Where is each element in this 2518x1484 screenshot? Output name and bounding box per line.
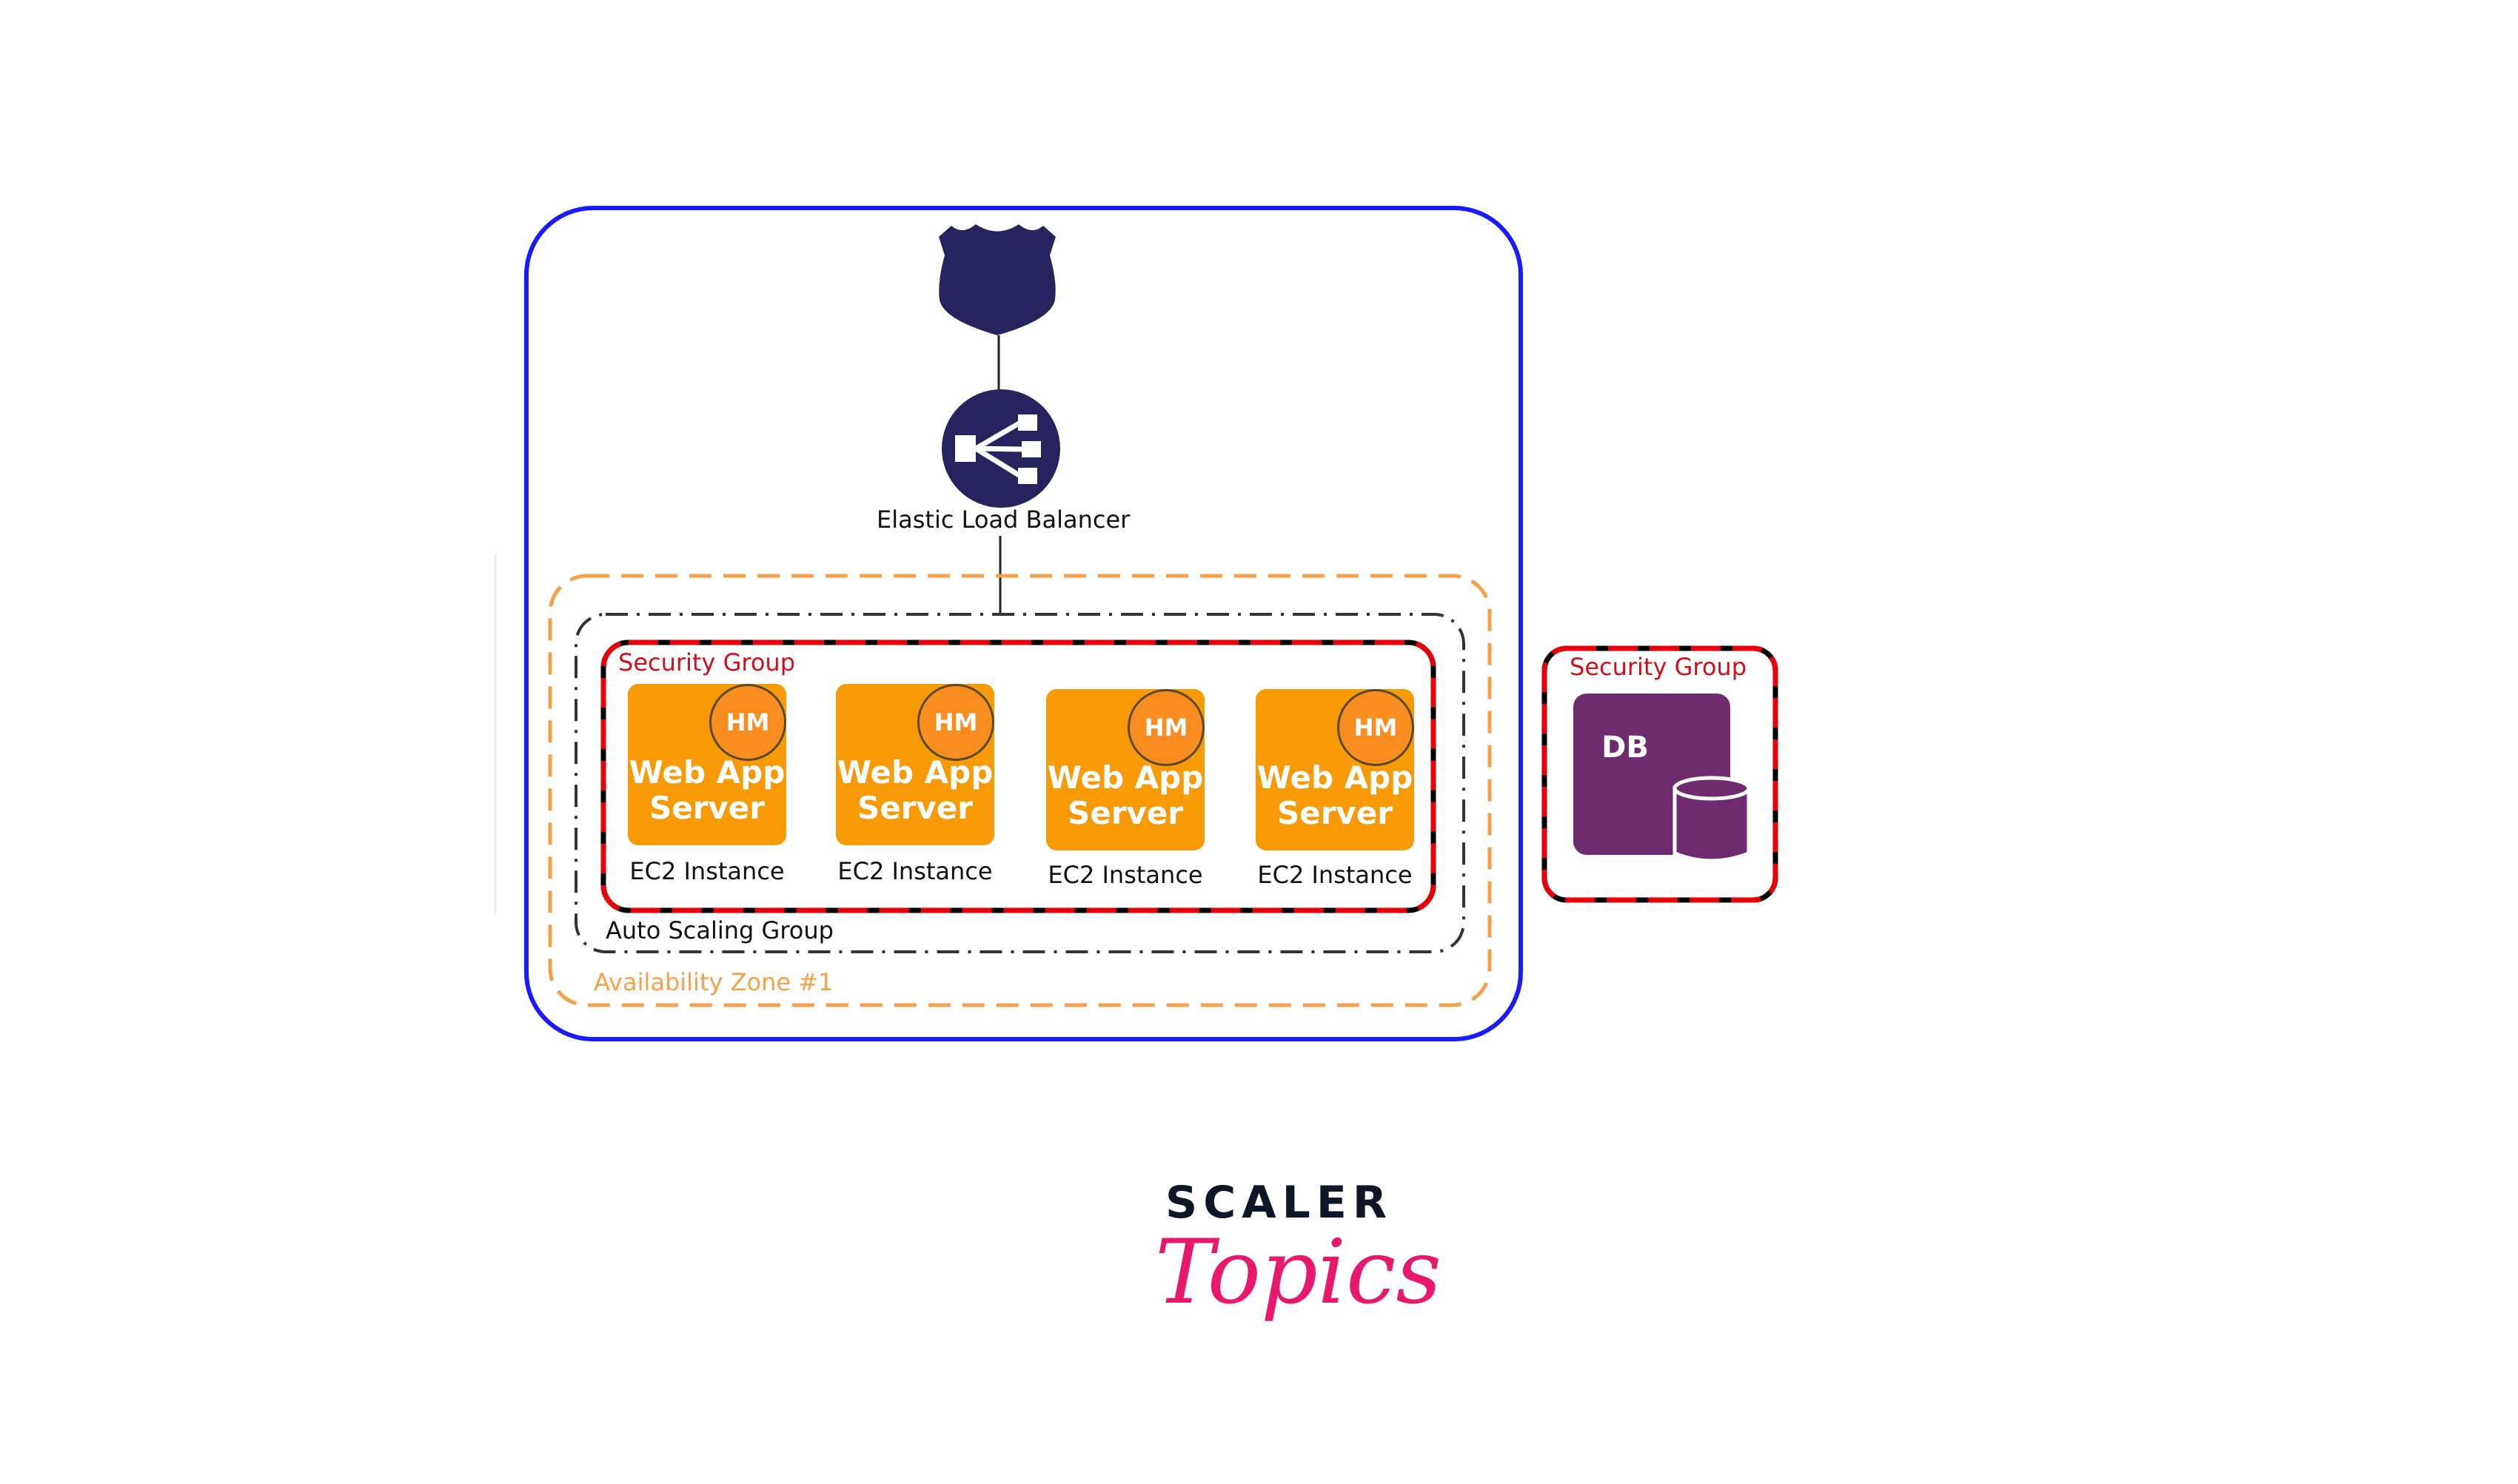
- auto-scaling-group-label: Auto Scaling Group: [606, 916, 834, 944]
- server-title: Web App Server: [1047, 759, 1204, 831]
- web-app-server: HM Web App Server: [628, 684, 786, 845]
- db-label: DB: [1601, 731, 1649, 765]
- web-app-server: HM Web App Server: [1256, 689, 1414, 850]
- availability-zone-label: Availability Zone #1: [594, 968, 834, 996]
- server-title: Web App Server: [629, 754, 786, 826]
- ec2-instance-label: EC2 Instance: [1048, 861, 1203, 889]
- internet-gateway-shield-icon: [939, 224, 1056, 335]
- database-cylinder-icon: [1672, 776, 1751, 863]
- elb-label: Elastic Load Balancer: [877, 506, 1131, 534]
- health-monitor-badge: HM: [709, 684, 786, 761]
- security-group-label: Security Group: [618, 648, 795, 676]
- region-box: [524, 206, 1523, 1041]
- health-monitor-badge: HM: [1128, 689, 1205, 766]
- logo-scaler: SCALER: [1165, 1177, 1393, 1229]
- health-monitor-badge: HM: [1337, 689, 1414, 766]
- server-title: Web App Server: [837, 754, 994, 826]
- availability-zone-box: [548, 574, 1492, 1007]
- ec2-instance-label: EC2 Instance: [1257, 861, 1413, 889]
- health-monitor-badge: HM: [917, 684, 994, 761]
- web-app-server: HM Web App Server: [836, 684, 994, 845]
- ec2-instance-label: EC2 Instance: [629, 857, 785, 885]
- logo-topics: Topics: [1155, 1221, 1442, 1324]
- ec2-instance-label: EC2 Instance: [837, 857, 993, 885]
- server-title: Web App Server: [1256, 759, 1413, 831]
- load-balancer-icon: [942, 389, 1060, 508]
- web-app-server: HM Web App Server: [1046, 689, 1205, 850]
- db-security-group-label: Security Group: [1570, 653, 1747, 681]
